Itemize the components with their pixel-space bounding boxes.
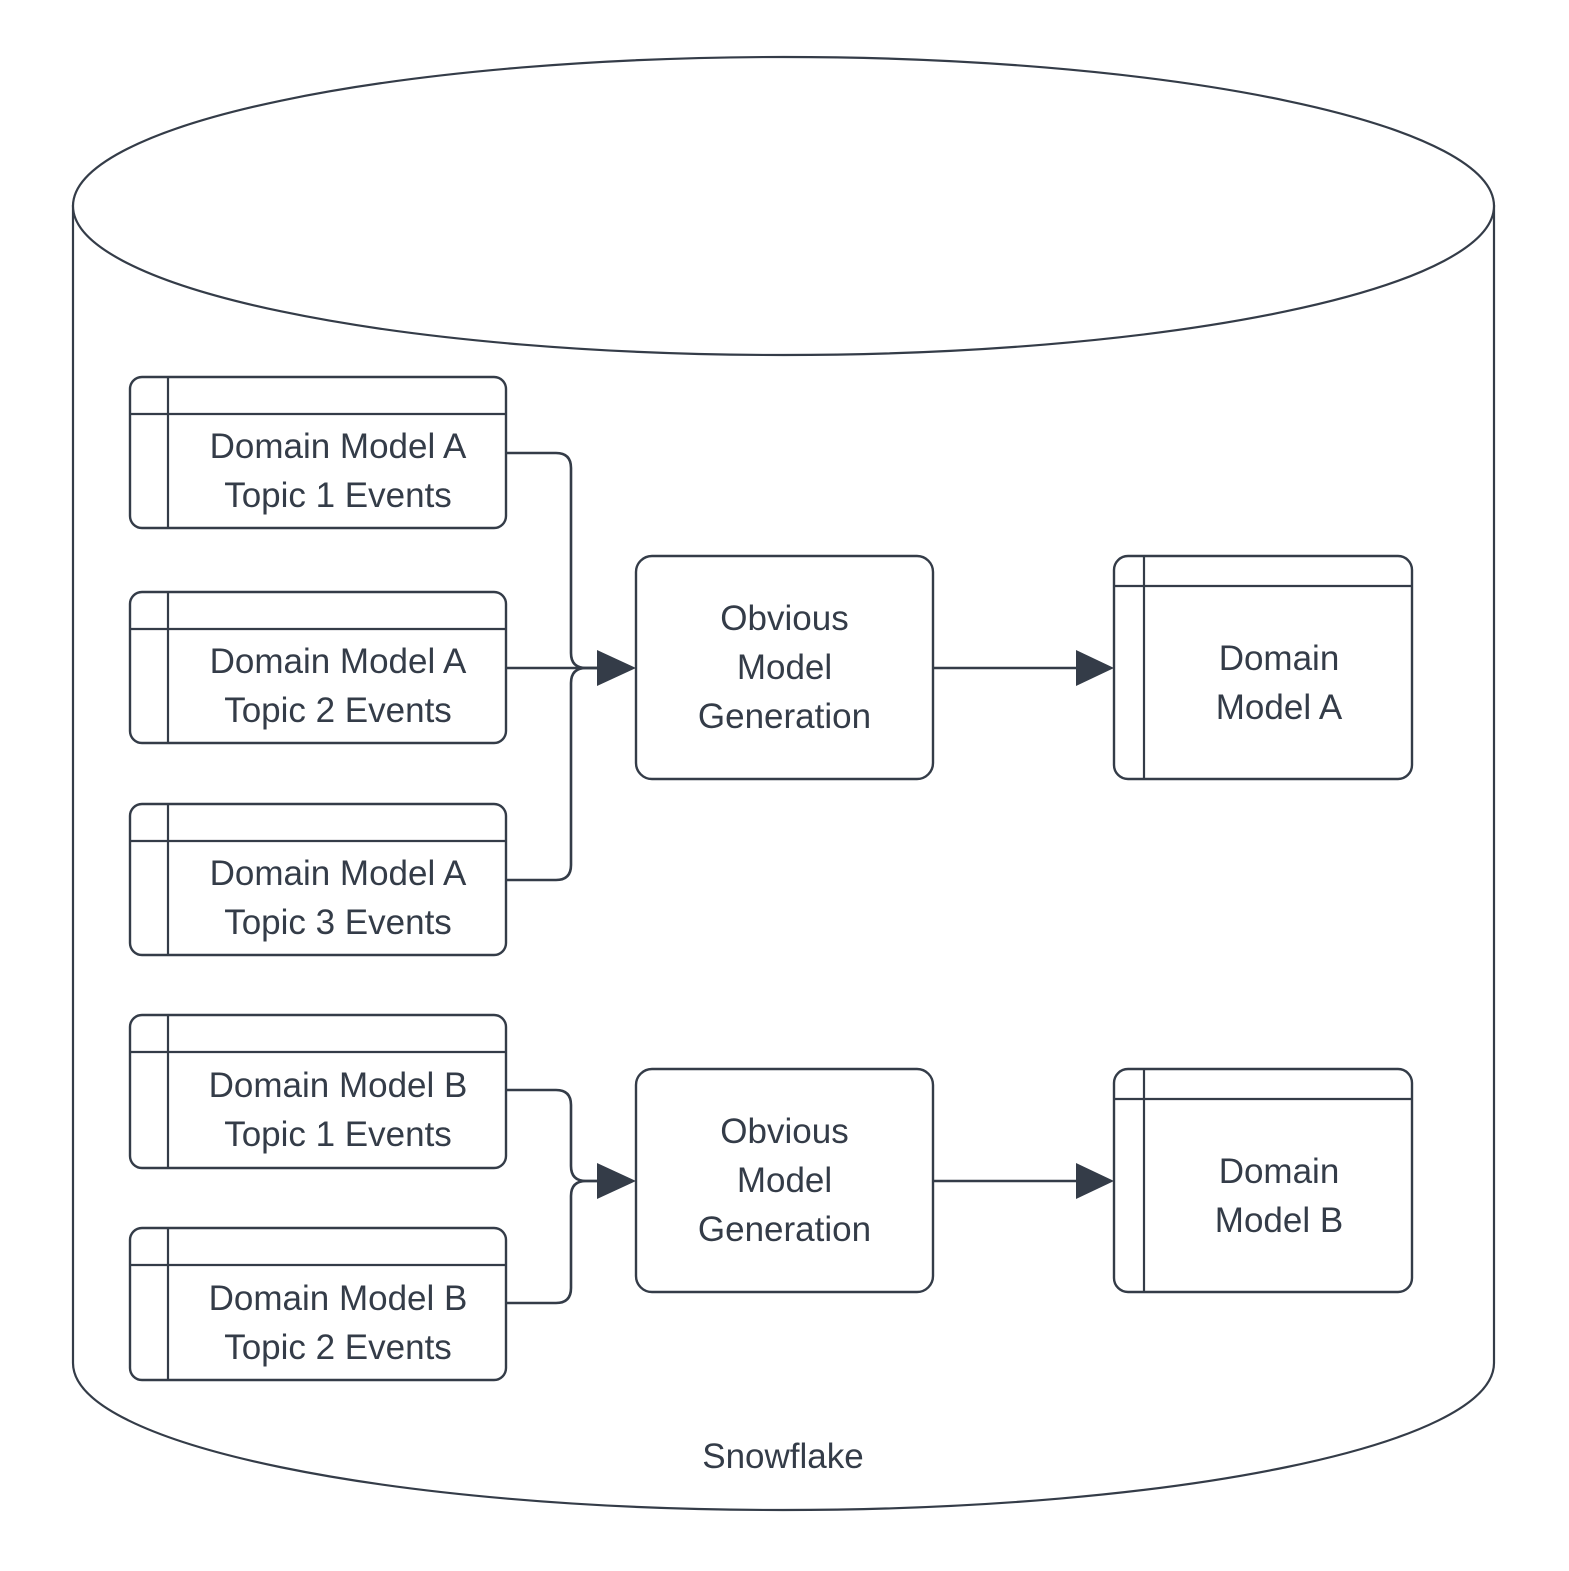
node-a-topic-2[interactable]	[130, 592, 506, 743]
node-b-topic-1[interactable]	[130, 1015, 506, 1168]
connector-b-topic-2	[506, 1179, 597, 1305]
shape-b-topic-2[interactable]	[128, 1226, 508, 1382]
cylinder-top-ellipse	[71, 55, 1496, 357]
connector-a-topic-3	[506, 666, 597, 882]
node-omg-b[interactable]	[636, 1069, 933, 1292]
connector-group-b	[506, 1088, 1114, 1305]
snowflake-cylinder[interactable]	[71, 55, 1496, 1512]
shape-model-b[interactable]	[1112, 1067, 1414, 1294]
node-a-topic-1[interactable]	[130, 377, 506, 528]
arrowhead-into-omg-a	[597, 650, 636, 686]
node-a-topic-3[interactable]	[130, 804, 506, 955]
connector-b-topic-1	[506, 1088, 597, 1183]
shape-omg-b[interactable]	[634, 1067, 935, 1294]
shape-omg-a[interactable]	[634, 554, 935, 781]
shape-a-topic-2[interactable]	[128, 590, 508, 745]
node-omg-a[interactable]	[636, 556, 933, 779]
connector-group-a	[506, 451, 1114, 882]
node-model-b[interactable]	[1114, 1069, 1412, 1292]
shape-a-topic-3[interactable]	[128, 802, 508, 957]
shape-model-a[interactable]	[1112, 554, 1414, 781]
node-model-a[interactable]	[1114, 556, 1412, 779]
shape-a-topic-1[interactable]	[128, 375, 508, 530]
node-b-topic-2[interactable]	[130, 1228, 506, 1380]
shape-b-topic-1[interactable]	[128, 1013, 508, 1170]
arrowhead-into-model-a	[1076, 650, 1114, 686]
arrowhead-into-model-b	[1076, 1163, 1114, 1199]
arrowhead-into-omg-b	[597, 1163, 636, 1199]
cylinder-label: Snowflake	[702, 1437, 864, 1476]
